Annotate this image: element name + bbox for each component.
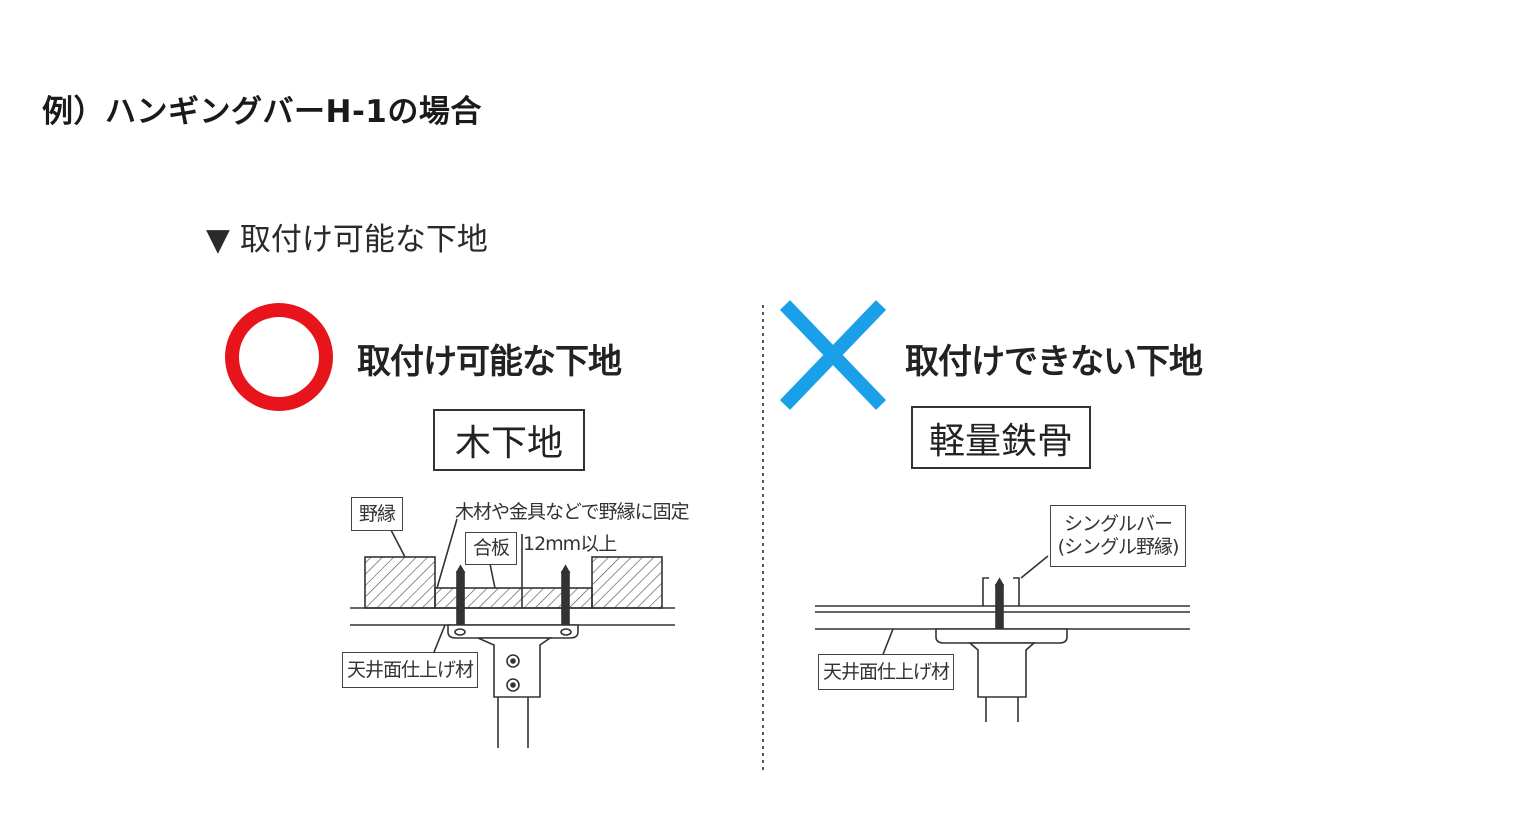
ng-structure (815, 555, 1190, 722)
thickness-label: 12mm以上 (523, 533, 617, 555)
triangle-marker: ▼ (206, 222, 230, 258)
plywood-label: 合板 (465, 532, 517, 565)
ng-ceiling-label: 天井面仕上げ材 (818, 654, 954, 690)
section-heading: ▼取付け可能な下地 (206, 214, 488, 259)
single-bar (982, 577, 1020, 606)
ok-heading: 取付け可能な下地 (357, 342, 622, 382)
page-title: 例）ハンギングバーH-1の場合 (42, 94, 482, 130)
fixing-note-label: 木材や金具などで野縁に固定 (455, 501, 690, 523)
screw-right (560, 564, 571, 628)
single-bar-label: シングルバー (シングル野縁) (1050, 505, 1186, 567)
ng-bracket-plate (935, 628, 1068, 644)
ng-material-label: 軽量鉄骨 (911, 406, 1091, 469)
single-bar-label-line2: (シングル野縁) (1057, 536, 1180, 558)
ok-circle-icon (225, 303, 333, 411)
joist-right (591, 556, 663, 609)
ok-material-label: 木下地 (433, 409, 585, 471)
bracket-plate (447, 624, 579, 639)
joist-left (364, 556, 436, 609)
section-heading-text: 取付け可能な下地 (239, 222, 488, 258)
nobuchi-label: 野縁 (351, 497, 403, 531)
single-bar-label-line1: シングルバー (1063, 513, 1173, 536)
ng-hanging-bar-body (967, 642, 1037, 698)
ok-ceiling-label: 天井面仕上げ材 (342, 652, 478, 688)
ng-cross-icon (779, 300, 887, 410)
ng-heading: 取付けできない下地 (905, 342, 1203, 382)
screw-left (455, 564, 466, 628)
ok-structure (350, 518, 675, 748)
